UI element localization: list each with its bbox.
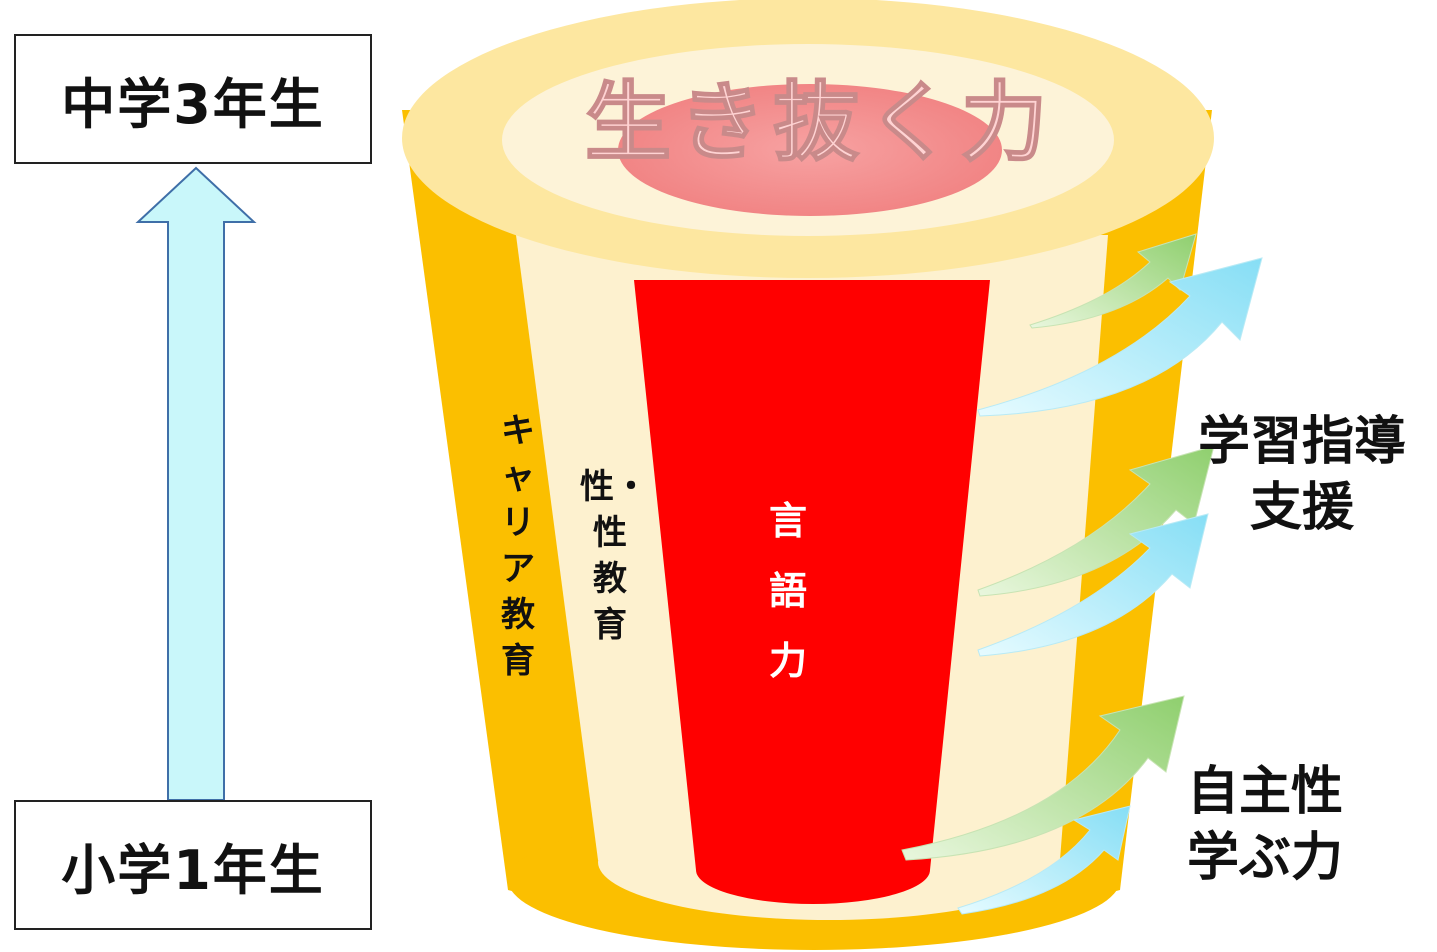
green-arrow-icon bbox=[901, 695, 1185, 861]
core-top bbox=[618, 84, 1002, 216]
green-arrow-icon bbox=[1029, 233, 1197, 329]
inner-layer-shape bbox=[634, 280, 990, 870]
middle-layer-label: 性・性教育 bbox=[580, 467, 648, 645]
outer-layer-label: キャリア教育 bbox=[501, 411, 535, 681]
learning-support-label-line1: 学習指導 bbox=[1197, 412, 1406, 472]
blue-arrow-icon bbox=[977, 257, 1263, 417]
grade-box-top: 中学3年生 bbox=[14, 34, 372, 164]
inner-layer-label: 言語力 bbox=[768, 499, 807, 683]
autonomy-label-line2: 学ぶ力 bbox=[1186, 828, 1343, 888]
blue-arrow-icon bbox=[977, 513, 1209, 657]
cylinder-title: 生き抜く力 bbox=[584, 72, 1055, 174]
grade-box-bottom: 小学1年生 bbox=[14, 800, 372, 930]
learning-support-label-line2: 支援 bbox=[1249, 478, 1354, 538]
autonomy-label-line1: 自主性 bbox=[1186, 762, 1343, 822]
inner-bottom bbox=[696, 836, 930, 904]
progress-arrow-icon bbox=[135, 166, 257, 801]
blue-arrow-icon bbox=[957, 805, 1131, 915]
